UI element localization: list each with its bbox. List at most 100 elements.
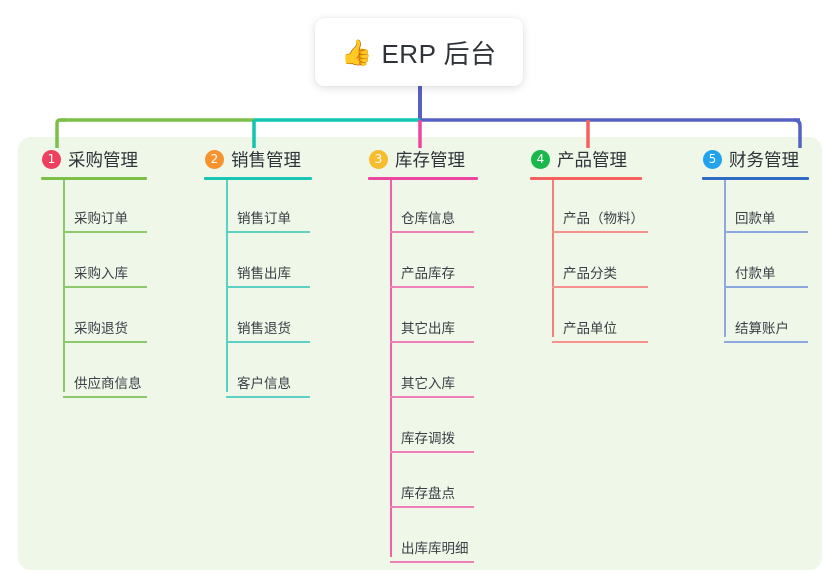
leaf-item[interactable]: 供应商信息 [41,345,147,400]
leaf-item-label: 出库库明细 [401,541,469,556]
leaf-item[interactable]: 采购退货 [41,290,147,345]
leaf-rule [390,451,474,453]
column-badge-4: 4 [531,149,550,169]
leaf-item-label: 客户信息 [237,376,291,391]
column-title: 产品管理 [557,149,627,170]
leaf-item[interactable]: 产品分类 [530,235,648,290]
diagram-background-panel [18,137,822,570]
column-title: 采购管理 [68,149,138,170]
leaf-item[interactable]: 回款单 [702,180,809,235]
leaf-rule [552,341,648,343]
leaf-item-label: 仓库信息 [401,211,455,226]
leaf-rule [63,286,147,288]
leaf-rule [226,396,310,398]
leaf-rule [390,341,474,343]
thumbs-up-emoji: 👍 [341,37,373,67]
column-rule [702,177,809,180]
root-node-label: ERP 后台 [381,38,497,69]
leaf-item-label: 付款单 [735,266,776,281]
leaf-item[interactable]: 采购入库 [41,235,147,290]
leaf-item-label: 其它入库 [401,376,455,391]
leaf-item[interactable]: 其它入库 [368,345,478,400]
column-title: 库存管理 [395,149,465,170]
leaf-rule [226,286,310,288]
column-销售管理: 2 销售管理销售订单销售出库销售退货客户信息 [204,145,312,400]
leaf-item[interactable]: 出库库明细 [368,510,478,565]
leaf-item-label: 产品库存 [401,266,455,281]
leaf-rule [724,231,808,233]
leaf-item-label: 采购退货 [74,321,128,336]
leaf-item-label: 产品（物料） [563,211,644,226]
leaf-rule [390,231,474,233]
leaf-rule [63,341,147,343]
column-库存管理: 3 库存管理仓库信息产品库存其它出库其它入库库存调拨库存盘点出库库明细 [368,145,478,565]
leaf-item[interactable]: 客户信息 [204,345,312,400]
leaf-item-label: 库存盘点 [401,486,455,501]
column-badge-5: 5 [703,149,722,169]
leaf-rule [390,561,474,563]
leaf-list: 销售订单销售出库销售退货客户信息 [204,180,312,400]
leaf-spine [552,180,554,337]
leaf-item-label: 产品分类 [563,266,617,281]
leaf-item[interactable]: 付款单 [702,235,809,290]
leaf-item[interactable]: 仓库信息 [368,180,478,235]
leaf-rule [390,396,474,398]
leaf-item[interactable]: 库存调拨 [368,400,478,455]
leaf-item[interactable]: 结算账户 [702,290,809,345]
column-rule [41,177,147,180]
leaf-list: 产品（物料） 产品分类产品单位 [530,180,648,345]
column-产品管理: 4 产品管理产品（物料） 产品分类产品单位 [530,145,648,345]
leaf-rule [226,341,310,343]
leaf-item[interactable]: 库存盘点 [368,455,478,510]
column-财务管理: 5 财务管理回款单付款单结算账户 [702,145,809,345]
leaf-item[interactable]: 销售订单 [204,180,312,235]
leaf-rule [63,231,147,233]
leaf-spine [390,180,392,557]
column-header-5[interactable]: 5 财务管理 [702,145,809,173]
leaf-item-label: 销售出库 [237,266,291,281]
leaf-rule [390,506,474,508]
leaf-item[interactable]: 产品（物料） [530,180,648,235]
column-badge-1: 1 [42,149,61,169]
leaf-list: 回款单付款单结算账户 [702,180,809,345]
leaf-item[interactable]: 产品单位 [530,290,648,345]
root-node[interactable]: 👍 ERP 后台 [315,18,523,86]
column-header-3[interactable]: 3 库存管理 [368,145,478,173]
leaf-list: 采购订单采购入库采购退货供应商信息 [41,180,147,400]
leaf-item-label: 结算账户 [735,321,789,336]
leaf-item[interactable]: 其它出库 [368,290,478,345]
leaf-item-label: 其它出库 [401,321,455,336]
column-header-4[interactable]: 4 产品管理 [530,145,642,173]
leaf-rule [552,286,648,288]
column-badge-3: 3 [369,149,388,169]
column-title: 销售管理 [231,149,301,170]
column-header-1[interactable]: 1 采购管理 [41,145,147,173]
leaf-item-label: 采购订单 [74,211,128,226]
column-header-2[interactable]: 2 销售管理 [204,145,312,173]
leaf-item[interactable]: 产品库存 [368,235,478,290]
leaf-rule [724,286,808,288]
leaf-item-label: 回款单 [735,211,776,226]
leaf-rule [390,286,474,288]
leaf-item-label: 销售退货 [237,321,291,336]
leaf-list: 仓库信息产品库存其它出库其它入库库存调拨库存盘点出库库明细 [368,180,478,565]
leaf-item-label: 销售订单 [237,211,291,226]
column-rule [368,177,478,180]
leaf-item-label: 产品单位 [563,321,617,336]
leaf-rule [552,231,648,233]
leaf-item[interactable]: 销售退货 [204,290,312,345]
column-rule [204,177,312,180]
leaf-item-label: 供应商信息 [74,376,142,391]
leaf-rule [63,396,147,398]
leaf-spine [724,180,726,337]
leaf-item-label: 库存调拨 [401,431,455,446]
column-title: 财务管理 [729,149,799,170]
leaf-item[interactable]: 采购订单 [41,180,147,235]
leaf-rule [226,231,310,233]
leaf-rule [724,341,808,343]
leaf-item-label: 采购入库 [74,266,128,281]
leaf-item[interactable]: 销售出库 [204,235,312,290]
column-rule [530,177,642,180]
column-badge-2: 2 [205,149,224,169]
